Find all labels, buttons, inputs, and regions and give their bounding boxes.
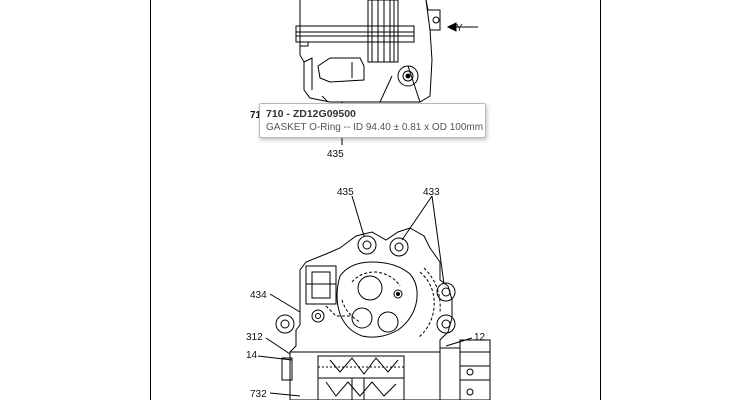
callout-y: Y <box>456 23 463 34</box>
top-view-assembly <box>295 0 441 145</box>
tooltip-part-number: 710 - ZD12G09500 <box>266 108 356 120</box>
callout-312[interactable]: 312 <box>246 332 263 343</box>
frame-right-border <box>600 0 601 400</box>
callout-732[interactable]: 732 <box>250 389 267 400</box>
callout-433[interactable]: 433 <box>423 187 440 198</box>
tooltip-part-description: GASKET O-Ring -- ID 94.40 ± 0.81 x OD 10… <box>266 122 484 133</box>
callout-435-top[interactable]: 435 <box>327 149 344 160</box>
callout-435[interactable]: 435 <box>337 187 354 198</box>
callout-12[interactable]: 12 <box>474 332 486 343</box>
callout-434[interactable]: 434 <box>250 290 267 301</box>
frame-left-border <box>150 0 151 400</box>
view-y-arrow <box>446 22 478 32</box>
callout-71: 71 <box>250 110 262 121</box>
callout-14[interactable]: 14 <box>246 350 258 361</box>
leader-lines <box>257 195 473 397</box>
bottom-view-assembly <box>275 227 491 400</box>
part-tooltip: 710 - ZD12G09500 GASKET O-Ring -- ID 94.… <box>259 103 486 138</box>
